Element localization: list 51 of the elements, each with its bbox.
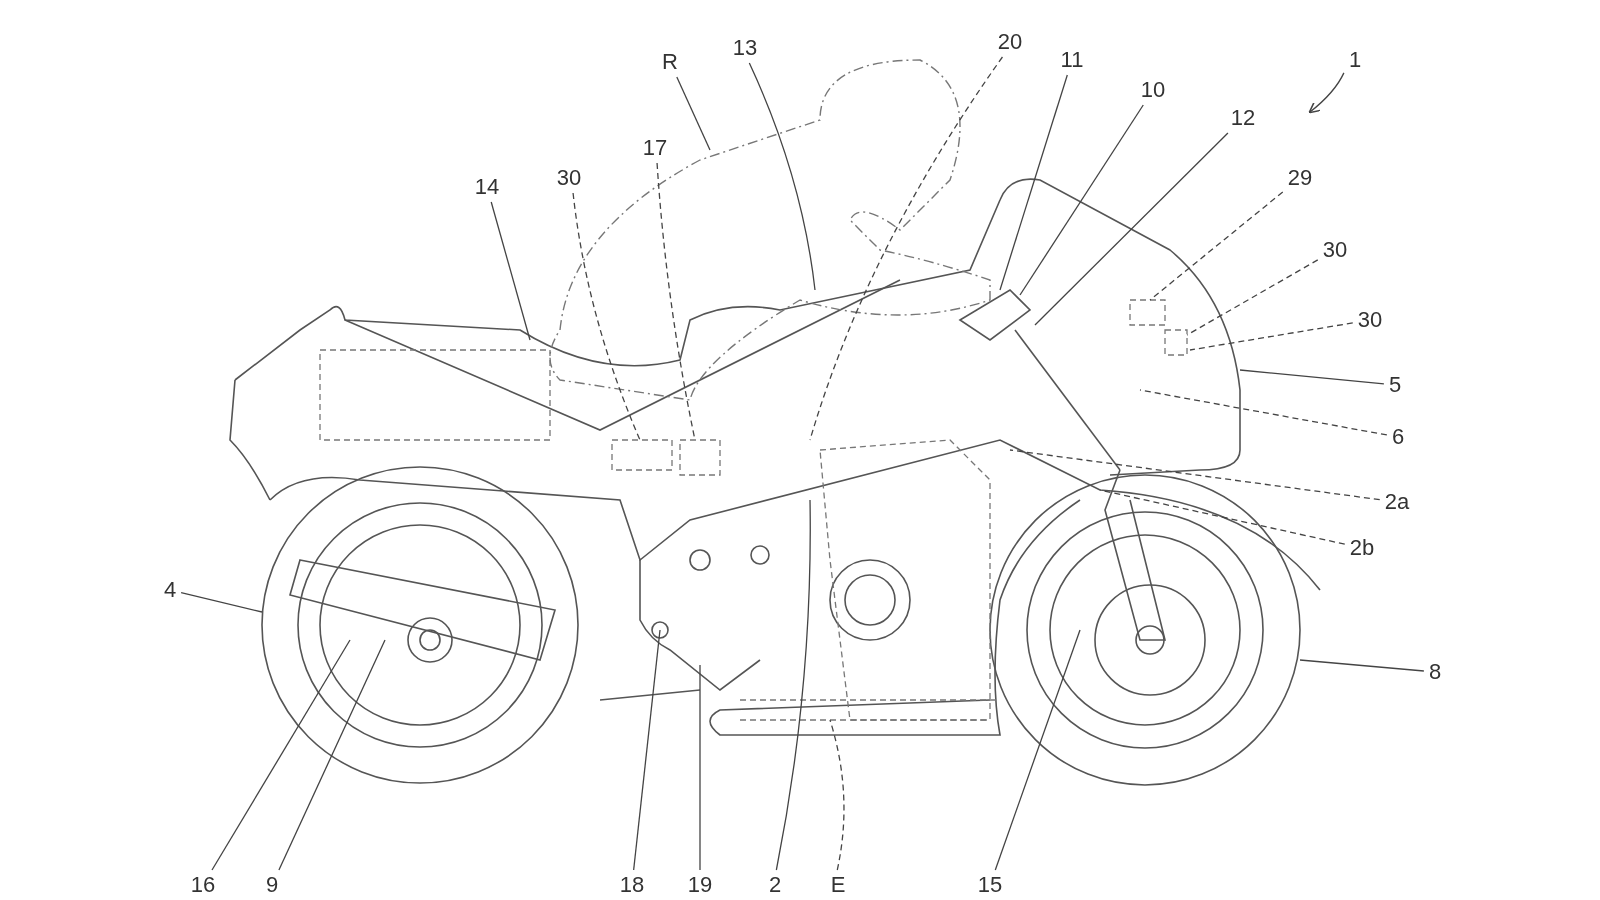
callout-number: 2a [1382,490,1412,514]
callout-number: 1 [1346,48,1364,72]
leader-line [829,719,845,871]
callout-number: 2b [1347,536,1377,560]
callout-number: 5 [1386,373,1404,397]
callout-number: 10 [1138,78,1168,102]
leader-line [278,639,386,871]
callout-number: 15 [975,873,1005,897]
callout-number: 11 [1058,48,1086,72]
leader-line [490,201,531,341]
leader-line [572,192,641,441]
callout-number: 18 [617,873,647,897]
callout-number: 17 [640,136,670,160]
leader-line [1189,322,1354,351]
leader-line [633,629,661,871]
leader-line [1009,449,1381,501]
leader-line [1099,489,1346,545]
leader-line [211,639,351,871]
callout-number: 30 [554,166,584,190]
leader-line [1299,659,1425,672]
leader-line [676,76,711,151]
callout-number: 29 [1285,166,1315,190]
callout-number: 19 [685,873,715,897]
callout-number: 8 [1426,660,1444,684]
leader-line [1139,389,1388,436]
leader-line [1034,132,1229,326]
callout-number: 12 [1228,106,1258,130]
callout-number: 4 [161,578,179,602]
leader-line [1149,191,1284,301]
callout-number: 6 [1389,425,1407,449]
leader-line [999,74,1068,291]
callout-number: 20 [995,30,1025,54]
leader-line [775,499,811,871]
callout-number: 30 [1355,308,1385,332]
arrow [1308,72,1345,114]
callout-number: R [660,50,680,74]
leader-line [1239,369,1385,385]
callout-number: 9 [263,873,281,897]
leader-line [994,629,1081,871]
callout-number: 30 [1320,238,1350,262]
callout-number: 13 [730,36,760,60]
callout-number: 2 [766,873,784,897]
leader-line [809,56,1004,441]
leader-line [748,62,816,291]
leader-line [1019,104,1144,296]
leader-line [1186,259,1319,336]
callout-number: 16 [188,873,218,897]
callout-number: 14 [472,175,502,199]
leader-line [180,592,263,613]
callout-number: E [828,873,848,897]
leader-line [699,664,701,871]
